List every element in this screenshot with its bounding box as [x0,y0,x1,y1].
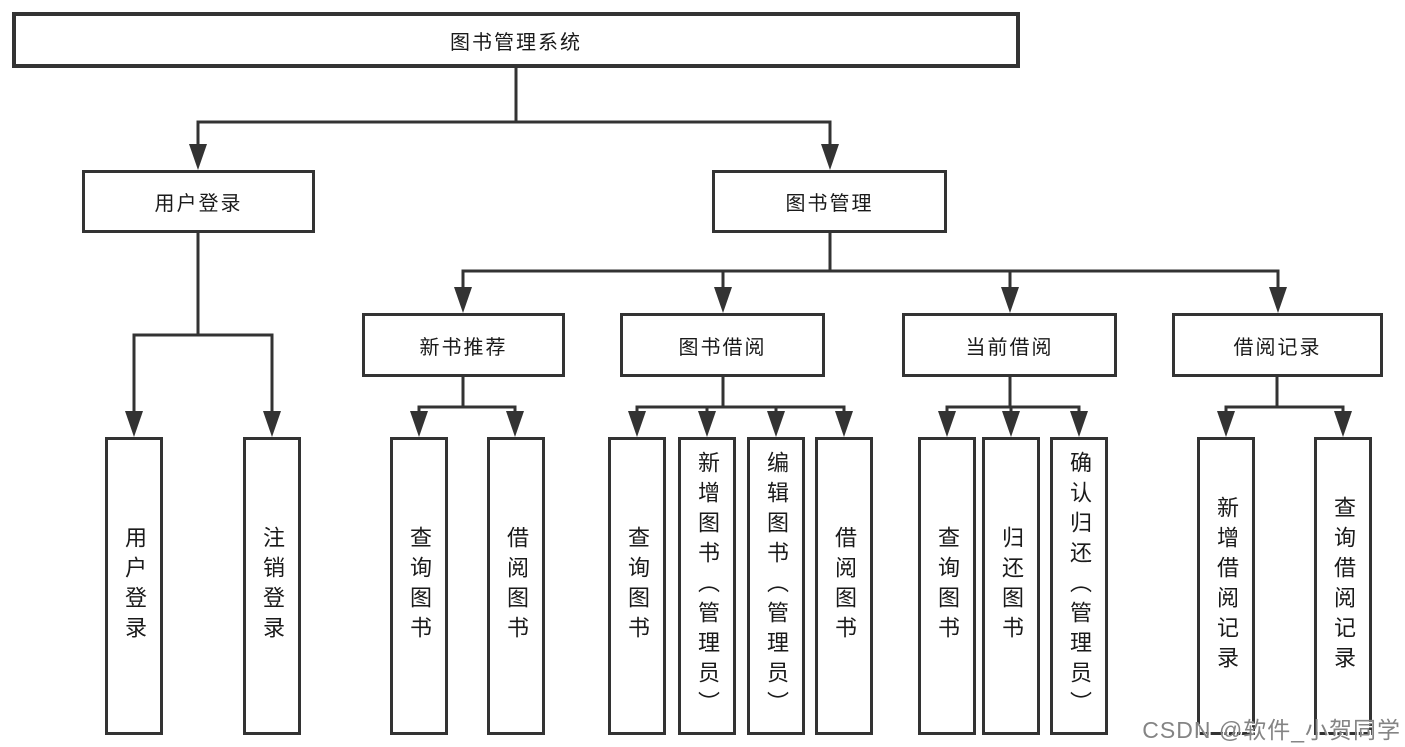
leaf-label: 确认归还（管理员） [1067,451,1092,721]
leaf-label: 借阅图书 [504,526,529,646]
node-label: 用户登录 [154,193,243,215]
leaf-query-books-recommend: 查询图书 [390,437,448,735]
node-label: 图书管理系统 [450,31,582,54]
node-new-book-recommend: 新书推荐 [362,313,565,377]
leaf-confirm-return-admin: 确认归还（管理员） [1050,437,1108,735]
node-borrow-records: 借阅记录 [1172,313,1383,377]
leaf-add-borrow-record: 新增借阅记录 [1197,437,1255,735]
leaf-label: 新增图书（管理员） [695,451,720,721]
node-label: 借阅记录 [1233,336,1322,359]
leaf-label: 查询图书 [407,526,432,646]
leaf-label: 查询图书 [935,526,960,646]
leaf-label: 查询借阅记录 [1331,496,1356,676]
leaf-borrow-books: 借阅图书 [815,437,873,735]
leaf-label: 归还图书 [999,526,1024,646]
leaf-query-books-borrow: 查询图书 [608,437,666,735]
leaf-label: 用户登录 [122,526,147,646]
leaf-query-books-current: 查询图书 [918,437,976,735]
leaf-add-book-admin: 新增图书（管理员） [678,437,736,735]
leaf-label: 借阅图书 [832,526,857,646]
node-book-management: 图书管理 [712,170,947,233]
node-current-borrow: 当前借阅 [902,313,1117,377]
leaf-label: 新增借阅记录 [1214,496,1239,676]
node-library-system: 图书管理系统 [12,12,1020,68]
leaf-query-borrow-record: 查询借阅记录 [1314,437,1372,735]
node-book-borrow: 图书借阅 [620,313,825,377]
leaf-logout: 注销登录 [243,437,301,735]
leaf-label: 注销登录 [260,526,285,646]
leaf-return-books: 归还图书 [982,437,1040,735]
leaf-borrow-books-recommend: 借阅图书 [487,437,545,735]
node-label: 新书推荐 [419,336,508,359]
leaf-user-login: 用户登录 [105,437,163,735]
node-label: 当前借阅 [965,336,1054,359]
leaf-edit-book-admin: 编辑图书（管理员） [747,437,805,735]
leaf-label: 编辑图书（管理员） [764,451,789,721]
csdn-watermark: CSDN @软件_小贺同学 [1142,717,1401,743]
arrowhead-icons [125,144,1352,437]
node-label: 图书管理 [785,193,874,215]
leaf-label: 查询图书 [625,526,650,646]
node-user-login: 用户登录 [82,170,315,233]
node-label: 图书借阅 [678,336,767,359]
